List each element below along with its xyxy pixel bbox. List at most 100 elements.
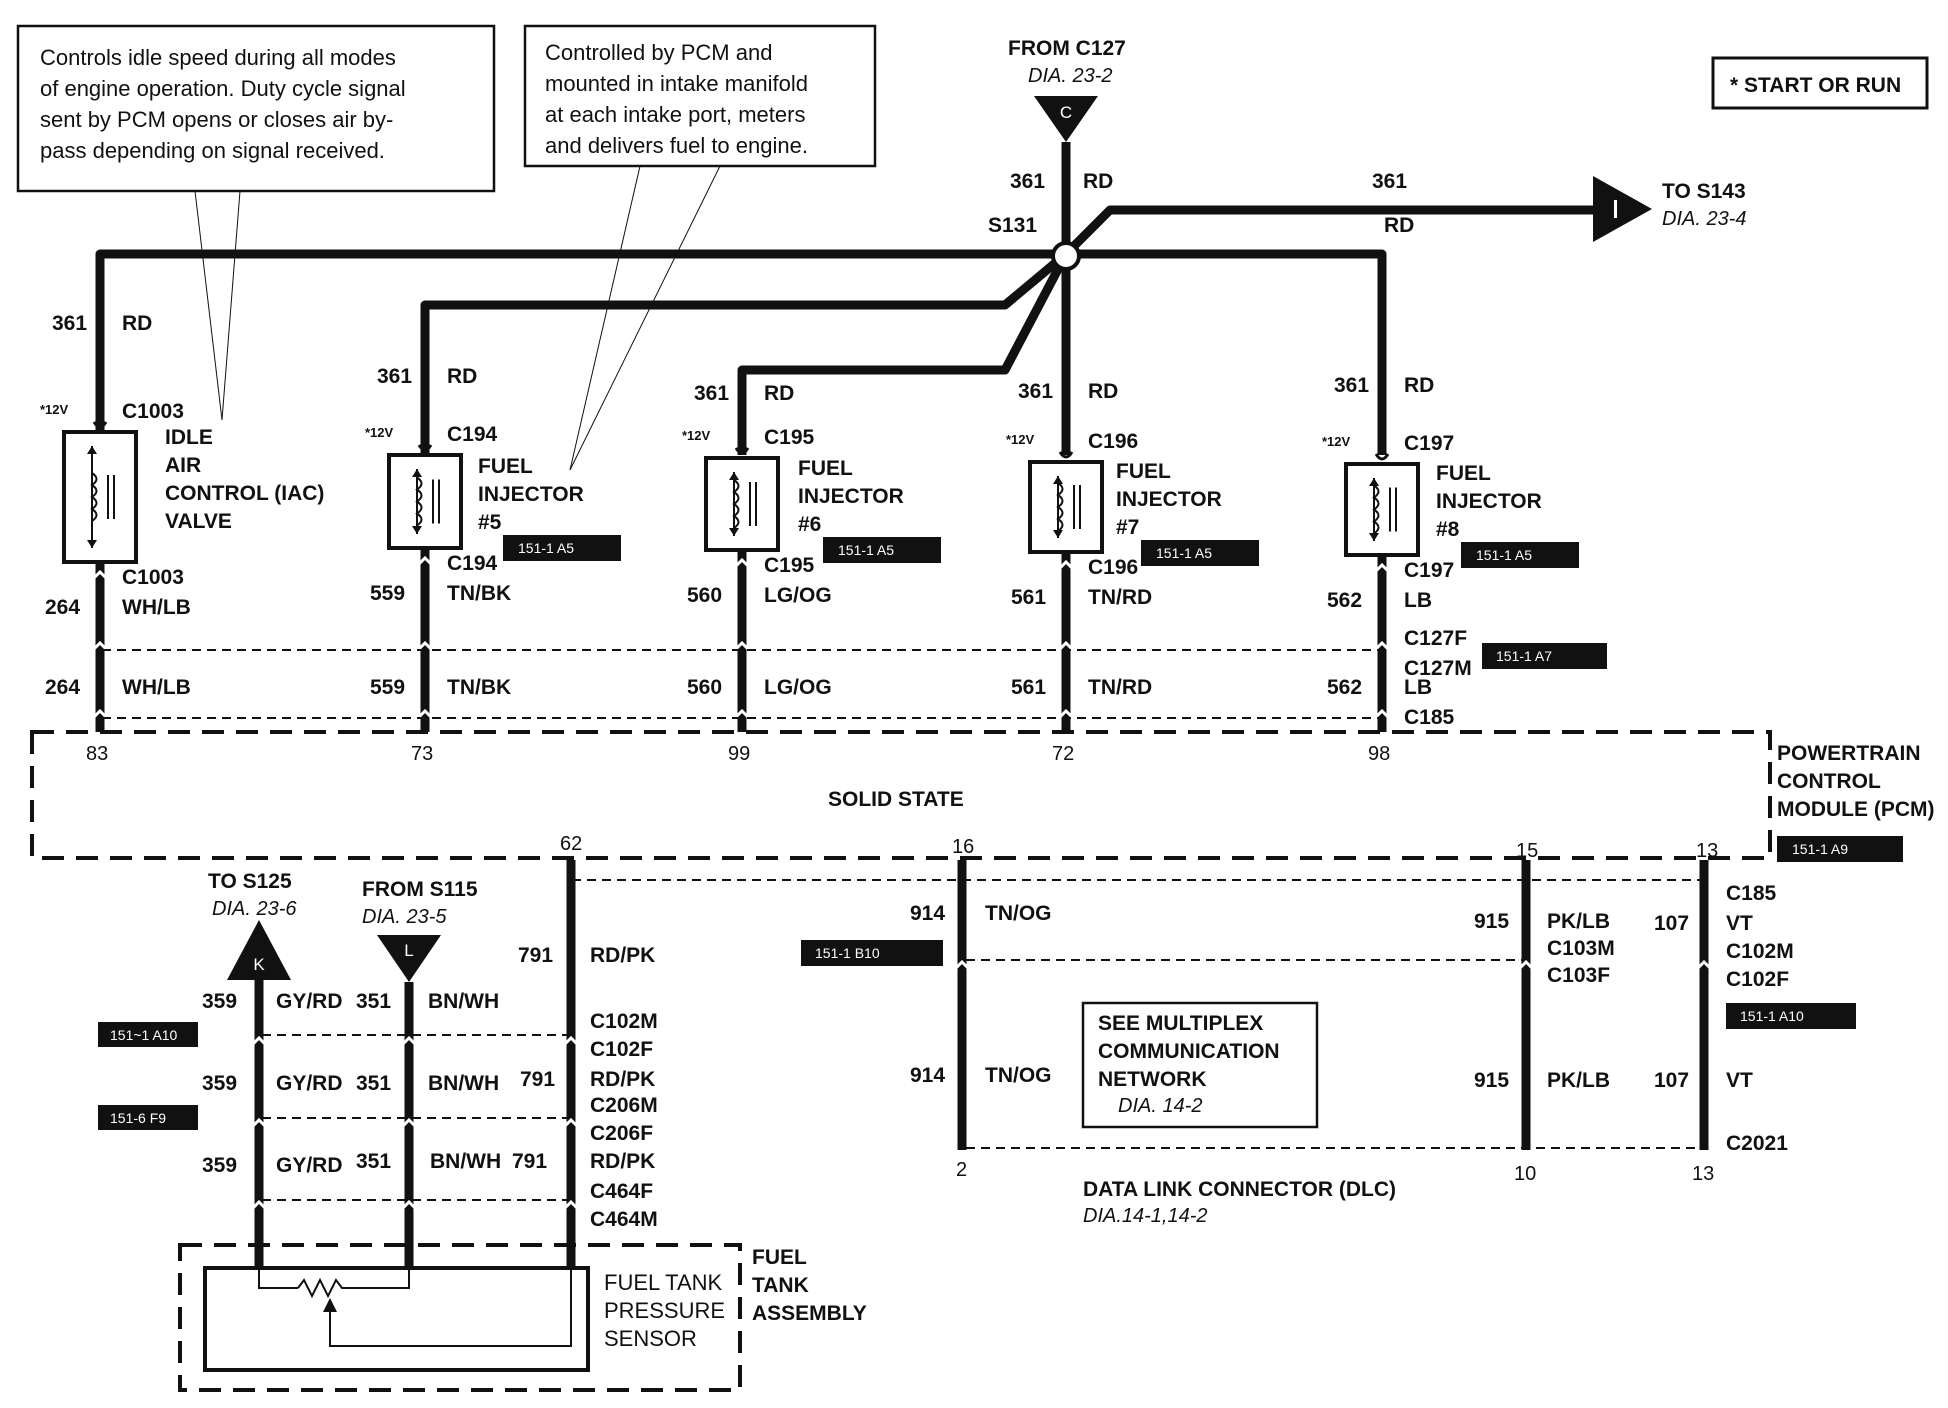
to-s143-circuit: 361: [1372, 170, 1407, 193]
c185-label: C185: [1404, 706, 1455, 729]
tank-name-3: ASSEMBLY: [752, 1302, 867, 1325]
comp-3-circuit: 361: [1018, 380, 1053, 403]
w107-circuit-2: 107: [1654, 1069, 1689, 1092]
iac-note-line-3: sent by PCM opens or closes air by-: [40, 107, 393, 132]
comp-0-name-2: CONTROL (IAC): [165, 482, 324, 505]
comp-4-volt: *12V: [1322, 434, 1351, 449]
comp-1-color: RD: [447, 365, 477, 388]
comp-3-color: RD: [1088, 380, 1118, 403]
iac-note-line-2: of engine operation. Duty cycle signal: [40, 76, 406, 101]
comp-2-tag: 151-1 A5: [838, 542, 894, 558]
splice-s131-dot: [1051, 241, 1081, 271]
tank-name-2: TANK: [752, 1274, 809, 1297]
pcm-body-text: SOLID STATE: [828, 788, 964, 811]
comp-2-c-low: C195: [764, 554, 815, 577]
see-dia: DIA. 14-2: [1118, 1095, 1202, 1117]
comp-1-sig-circuit-2: 559: [370, 676, 405, 699]
see-line-2: COMMUNICATION: [1098, 1040, 1280, 1063]
dlc-c185-label: C185: [1726, 882, 1777, 905]
comp-0-sig-circuit: 264: [45, 596, 80, 619]
comp-1-name-2: #5: [478, 511, 502, 534]
connector-l-triangle: [377, 935, 441, 982]
branch-inj6: [737, 251, 1070, 455]
comp-0-volt: *12V: [40, 402, 69, 417]
comp-0-name-0: IDLE: [165, 426, 213, 449]
comp-3-body: [1028, 460, 1104, 554]
comp-4-body: [1344, 462, 1420, 557]
dlc-c102m-label: C102M: [1726, 940, 1794, 963]
comp-4-sig-color: LB: [1404, 589, 1432, 612]
tank-tag-1: 151~1 A10: [110, 1027, 178, 1043]
from-s115: FROM S115 DIA. 23-5 L: [362, 878, 478, 982]
comp-2-body: [704, 456, 780, 552]
comp-2-name-1: INJECTOR: [798, 485, 904, 508]
w914-color-2: TN/OG: [985, 1064, 1052, 1087]
comp-4-pcm-pin: 98: [1368, 743, 1390, 765]
comp-4-sig-circuit-2: 562: [1327, 676, 1362, 699]
w791-circuit-3: 791: [512, 1150, 547, 1173]
pcm-pin-16: 16: [952, 836, 974, 858]
comp-0-name-1: AIR: [165, 454, 201, 477]
comp-1-sig-circuit: 559: [370, 582, 405, 605]
pcm-tag: 151-1 A9: [1792, 841, 1848, 857]
dlc-pin-2: 2: [956, 1159, 967, 1181]
comp-4-tag: 151-1 A5: [1476, 547, 1532, 563]
comp-0-color: RD: [122, 312, 152, 335]
c127-labels: C127F C127M C185 151-1 A7: [1404, 627, 1607, 729]
injector-note: Controlled by PCM and mounted in intake …: [523, 24, 877, 471]
dlc-tag-b10: 151-1 B10: [815, 945, 880, 961]
comp-4-name-2: #8: [1436, 518, 1460, 541]
dlc-c102f-label: C102F: [1726, 968, 1789, 991]
from-s115-label: FROM S115: [362, 878, 478, 901]
w351-color-3: BN/WH: [430, 1150, 501, 1173]
c2021-label: C2021: [1726, 1132, 1788, 1155]
comp-1-c-low: C194: [447, 552, 498, 575]
see-line-3: NETWORK: [1098, 1068, 1207, 1091]
w359-color-1: GY/RD: [276, 990, 343, 1013]
sensor-line-3: SENSOR: [604, 1326, 697, 1351]
dlc-name: DATA LINK CONNECTOR (DLC): [1083, 1178, 1396, 1201]
conn1-f: C102F: [590, 1038, 653, 1061]
comp-0-body: [62, 430, 138, 564]
see-line-1: SEE MULTIPLEX: [1098, 1012, 1263, 1035]
comp-2-sig-circuit: 560: [687, 584, 722, 607]
w791-circuit-1: 791: [518, 944, 553, 967]
w791-color-2: RD/PK: [590, 1068, 655, 1091]
see-multiplex-box: SEE MULTIPLEX COMMUNICATION NETWORK DIA.…: [1081, 1001, 1319, 1129]
comp-3-sig-circuit: 561: [1011, 586, 1046, 609]
c127m-label: C127M: [1404, 657, 1472, 680]
comp-0-c-low: C1003: [122, 566, 184, 589]
to-s143-arrow: [1593, 176, 1652, 242]
w359-color-3: GY/RD: [276, 1154, 343, 1177]
w915-circuit-1: 915: [1474, 910, 1509, 933]
pcm-name-3: MODULE (PCM): [1777, 798, 1934, 821]
start-or-run-legend: * START OR RUN: [1711, 56, 1929, 110]
comp-3-sig-color: TN/RD: [1088, 586, 1152, 609]
tank-name-1: FUEL: [752, 1246, 807, 1269]
conn3-m: C464M: [590, 1208, 658, 1231]
comp-4-color: RD: [1404, 374, 1434, 397]
c103f-label: C103F: [1547, 964, 1610, 987]
from-s115-dia: DIA. 23-5: [362, 906, 447, 928]
to-s125-label: TO S125: [208, 870, 292, 893]
w351-color-1: BN/WH: [428, 990, 499, 1013]
branch-iac: [95, 249, 1062, 432]
comp-0-sig-circuit-2: 264: [45, 676, 80, 699]
connector-c-letter: C: [1060, 103, 1072, 122]
iac-note: Controls idle speed during all modes of …: [16, 24, 496, 421]
connector-l-letter: L: [404, 941, 413, 960]
comp-0-circuit: 361: [52, 312, 87, 335]
comp-3-name-2: #7: [1116, 516, 1139, 539]
comp-2-name-0: FUEL: [798, 457, 853, 480]
comp-3-name-0: FUEL: [1116, 460, 1171, 483]
comp-4-c-low: C197: [1404, 559, 1454, 582]
dlc-dia: DIA.14-1,14-2: [1083, 1205, 1208, 1227]
pcm-name-2: CONTROL: [1777, 770, 1881, 793]
w914-circuit-1: 914: [910, 902, 945, 925]
comp-0-sig-color: WH/LB: [122, 596, 191, 619]
comp-1-pcm-pin: 73: [411, 743, 433, 765]
to-s143-color: RD: [1384, 214, 1414, 237]
splice-label: S131: [988, 214, 1037, 237]
w791-color-1: RD/PK: [590, 944, 655, 967]
w107-color-2: VT: [1726, 1069, 1753, 1092]
